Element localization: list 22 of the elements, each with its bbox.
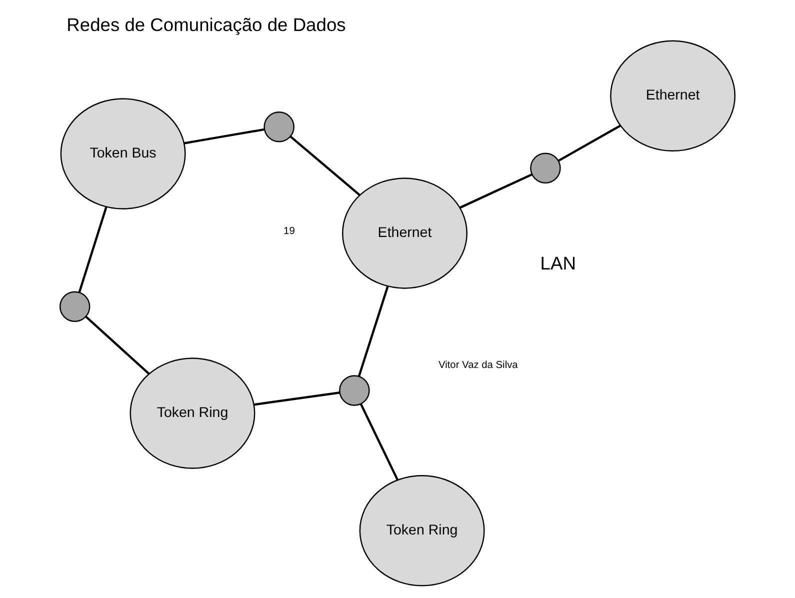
connector — [85, 316, 150, 375]
node-ellipse: Token Ring — [130, 358, 256, 469]
node-ellipse: Token Bus — [60, 98, 186, 210]
diagram-title: Redes de Comunicação de Dados — [66, 14, 346, 36]
connector — [290, 136, 360, 196]
connector — [558, 124, 621, 162]
node-ellipse: Token Ring — [359, 475, 485, 586]
node-ellipse: Ethernet — [610, 40, 736, 152]
connector — [360, 403, 399, 480]
node-circle — [59, 291, 90, 322]
node-circle — [264, 112, 294, 142]
connector — [459, 173, 532, 209]
node-circle — [339, 375, 370, 406]
connector — [254, 392, 340, 406]
node-circle — [530, 152, 561, 184]
connector — [358, 286, 389, 377]
connector — [184, 128, 264, 144]
connector — [78, 206, 108, 293]
label: 19 — [284, 226, 295, 237]
label: Vitor Vaz da Silva — [438, 360, 518, 372]
label: LAN — [540, 252, 576, 274]
node-ellipse: Ethernet — [342, 178, 468, 289]
